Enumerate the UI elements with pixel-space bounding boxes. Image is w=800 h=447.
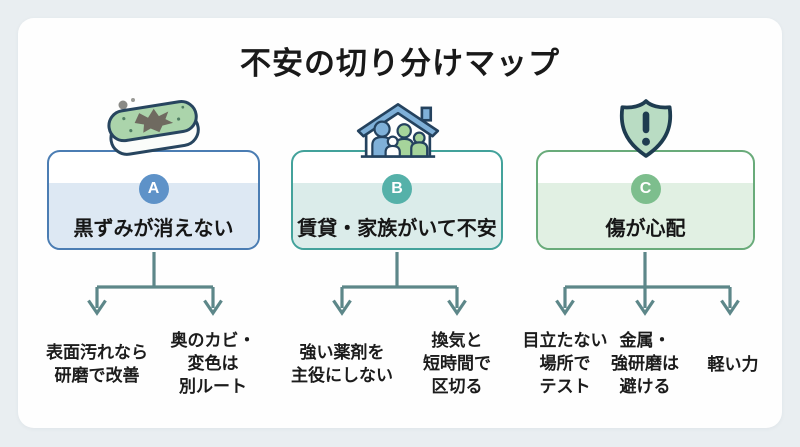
- badge-b: B: [382, 174, 412, 204]
- branch-c-middle-label: 金属・ 強研磨は 避ける: [611, 331, 679, 396]
- branch-b-left-label: 強い薬剤を 主役にしない: [291, 343, 393, 385]
- branch-c-left-label: 目立たない 場所で テスト: [522, 331, 608, 396]
- branch-a-left-label: 表面汚れなら 研磨で改善: [46, 343, 148, 385]
- shield-alert-icon: [619, 99, 673, 158]
- branch-b-right-label: 換気と 短時間で 区切る: [423, 331, 491, 396]
- card-b-title: 賃貸・家族がいて不安: [297, 218, 497, 240]
- page-title: 不安の切り分けマップ: [240, 46, 560, 81]
- badge-c: C: [630, 174, 661, 204]
- column-b-connector: [332, 252, 467, 316]
- column-c-connector: [555, 252, 740, 316]
- card-a-title: 黒ずみが消えない: [73, 218, 234, 240]
- card-b: B 賃貸・家族がいて不安: [291, 150, 503, 250]
- card-c: C 傷が心配: [536, 150, 755, 250]
- card-a: A 黒ずみが消えない: [47, 150, 260, 250]
- house-family-icon: [356, 103, 440, 158]
- branch-c-right-label: 軽い力: [707, 355, 759, 374]
- branch-a-right-label: 奥のカビ・ 変色は 別ルート: [170, 331, 256, 396]
- column-a-connector: [87, 252, 223, 316]
- badge-a: A: [138, 174, 169, 204]
- card-c-title: 傷が心配: [605, 218, 686, 240]
- sponge-stain-icon: [107, 98, 200, 156]
